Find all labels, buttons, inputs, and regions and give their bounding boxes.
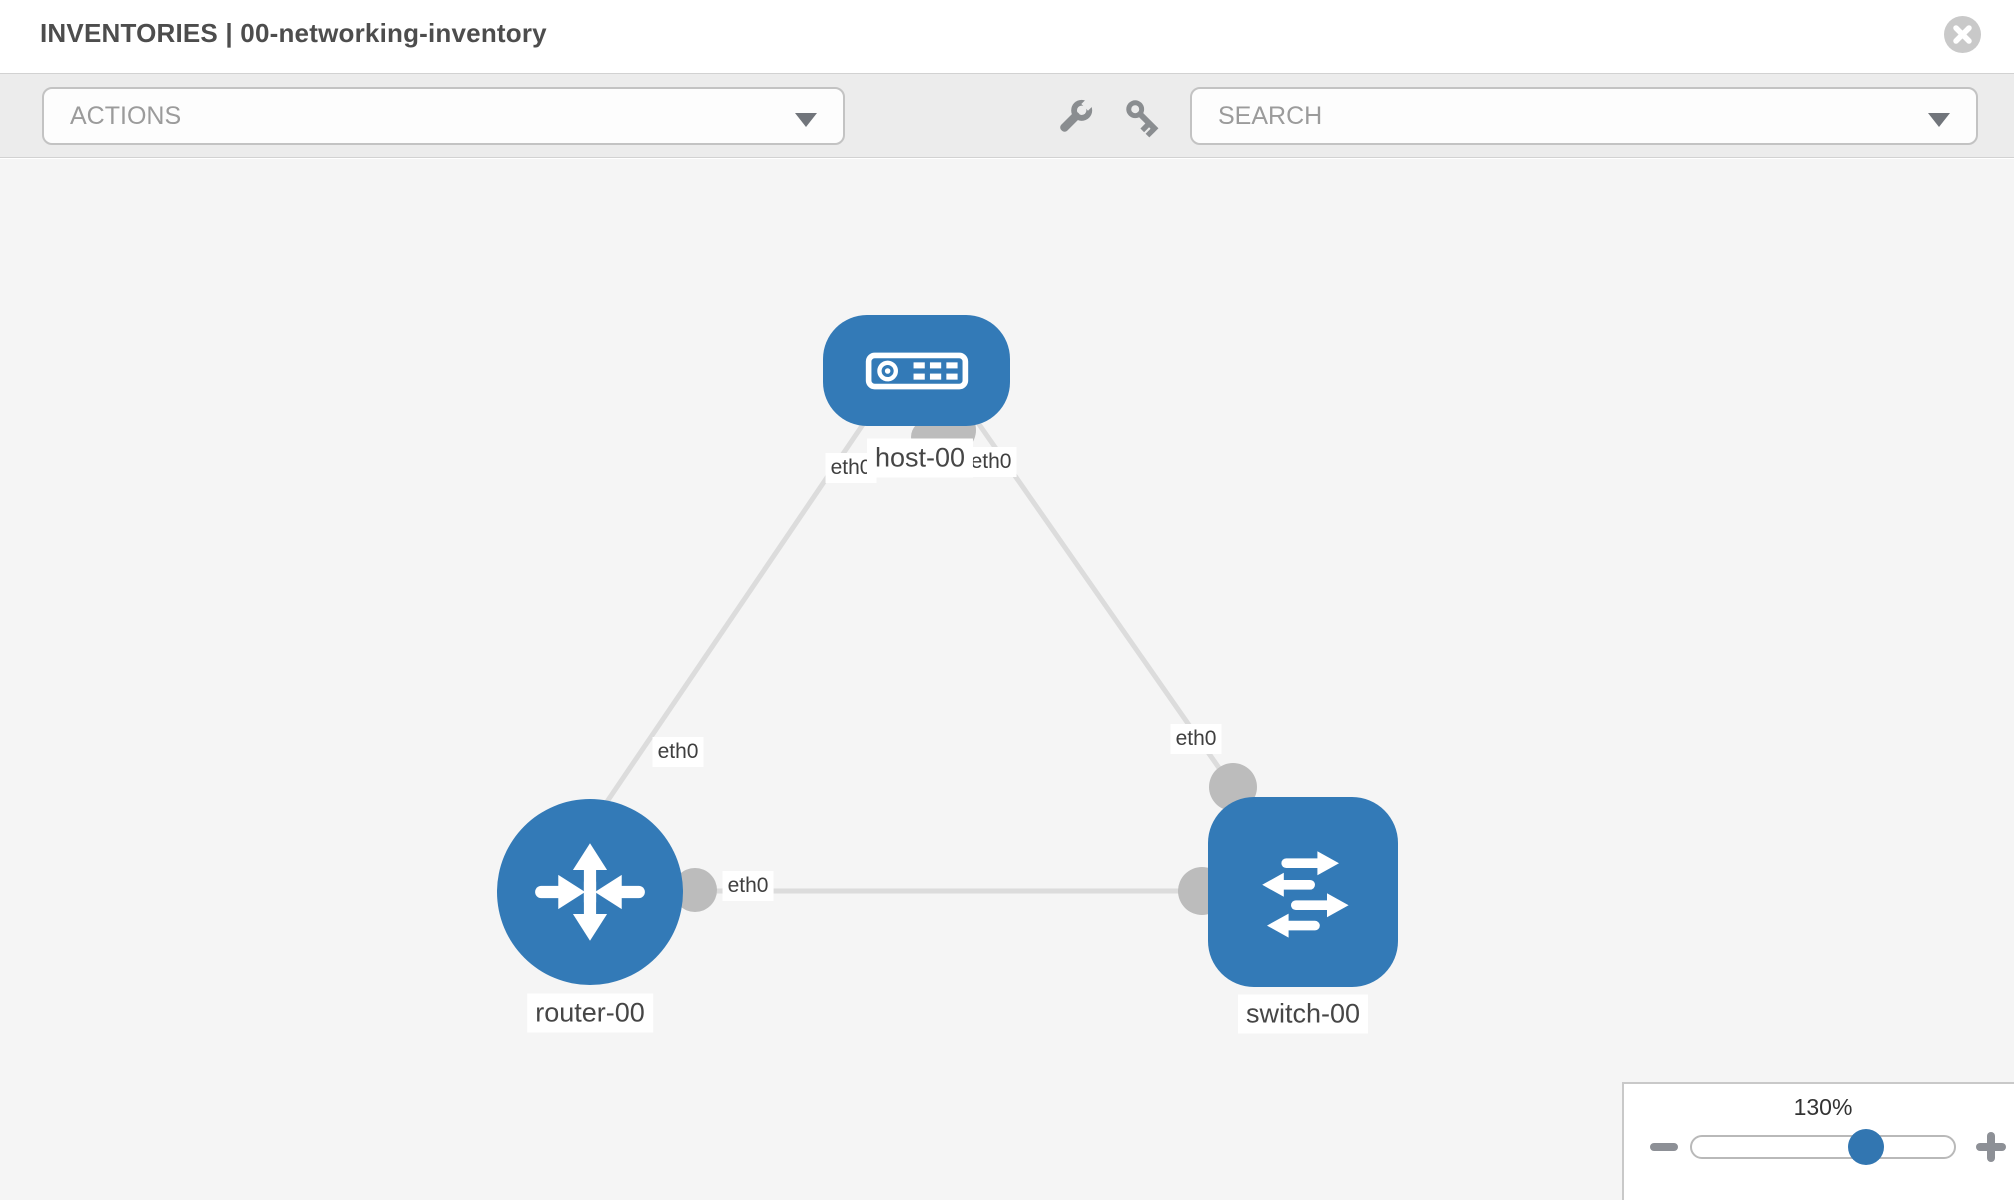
actions-dropdown-label: ACTIONS [70, 101, 182, 130]
router-icon [535, 843, 645, 941]
interface-label: eth0 [652, 737, 704, 767]
zoom-in-button[interactable] [1976, 1132, 2006, 1162]
zoom-out-button[interactable] [1650, 1143, 1678, 1151]
zoom-level: 130% [1793, 1094, 1853, 1120]
node-switch-00[interactable] [1208, 797, 1398, 987]
wrench-icon [1060, 97, 1095, 132]
node-host-00[interactable] [823, 315, 1010, 426]
node-label: router-00 [527, 993, 653, 1033]
interface-label: eth0 [722, 871, 774, 901]
host-icon [865, 352, 968, 389]
page-title: INVENTORIES | 00-networking-inventory [40, 18, 547, 48]
switch-icon [1262, 851, 1349, 938]
link-host-router [597, 418, 869, 814]
zoom-control-panel: 130% [1622, 1082, 2014, 1200]
header: INVENTORIES | 00-networking-inventory [0, 0, 2014, 73]
zoom-slider-thumb[interactable] [1848, 1129, 1884, 1165]
caret-down-icon [795, 113, 817, 127]
caret-down-icon [1928, 113, 1950, 127]
zoom-slider[interactable] [1690, 1135, 1956, 1159]
close-button[interactable] [1944, 16, 1981, 53]
toolbar: ACTIONS SEARCH [0, 73, 2014, 158]
node-label: host-00 [866, 438, 974, 478]
port-dot [673, 868, 717, 912]
close-icon [1953, 25, 1972, 44]
search-dropdown-label: SEARCH [1218, 101, 1323, 130]
interface-label: eth0 [965, 447, 1017, 477]
actions-dropdown[interactable]: ACTIONS [42, 87, 845, 145]
interface-label: eth0 [1170, 724, 1222, 754]
key-icon [1126, 100, 1159, 138]
node-label: switch-00 [1237, 994, 1369, 1034]
credentials-button[interactable] [1120, 94, 1166, 140]
node-router-00[interactable] [497, 799, 683, 985]
configure-button[interactable] [1052, 94, 1098, 140]
topology-canvas[interactable] [0, 159, 2014, 1200]
search-dropdown[interactable]: SEARCH [1190, 87, 1978, 145]
